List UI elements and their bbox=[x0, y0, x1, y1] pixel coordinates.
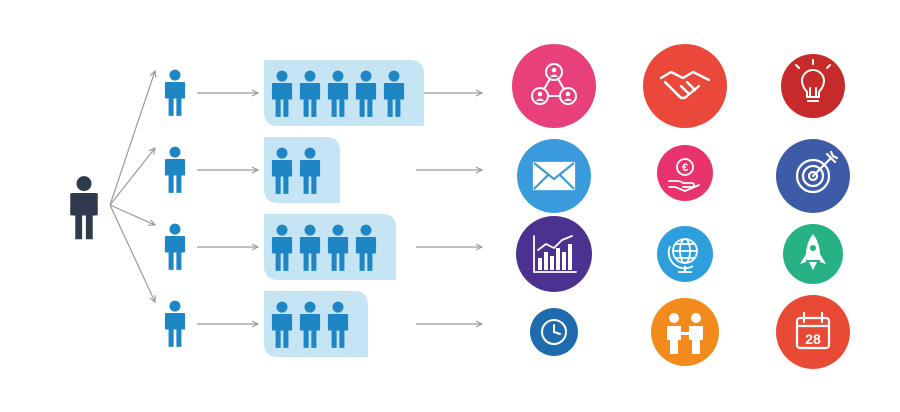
team-rows bbox=[164, 60, 424, 357]
globe-icon bbox=[657, 226, 713, 282]
mail-icon bbox=[517, 139, 591, 213]
clock-icon bbox=[530, 308, 578, 356]
team-leader-person-icon bbox=[164, 146, 186, 193]
team-leader-person-icon bbox=[164, 300, 186, 347]
network-icon bbox=[512, 44, 596, 128]
rocket-icon bbox=[783, 224, 843, 284]
root-to-leader-arrow bbox=[109, 204, 155, 225]
connector-lines bbox=[109, 71, 482, 324]
growth-chart-icon bbox=[516, 216, 592, 292]
root-person-icon bbox=[70, 176, 98, 240]
icon-grid: € bbox=[512, 44, 850, 369]
target-icon bbox=[776, 139, 850, 213]
team-leader-person-icon bbox=[164, 223, 186, 270]
root-to-leader-arrow bbox=[109, 71, 155, 206]
handshake-icon bbox=[643, 44, 727, 128]
meeting-icon bbox=[651, 298, 719, 366]
calendar-icon: 28 bbox=[776, 295, 850, 369]
root-to-leader-arrow bbox=[109, 148, 155, 206]
svg-text:€: € bbox=[682, 162, 688, 174]
root-person-icon bbox=[70, 176, 98, 240]
euro-hand-icon: € bbox=[657, 145, 713, 201]
team-leader-person-icon bbox=[164, 69, 186, 116]
calendar-day-label: 28 bbox=[805, 331, 821, 347]
root-to-leader-arrow bbox=[109, 204, 155, 302]
lightbulb-icon bbox=[781, 54, 845, 118]
